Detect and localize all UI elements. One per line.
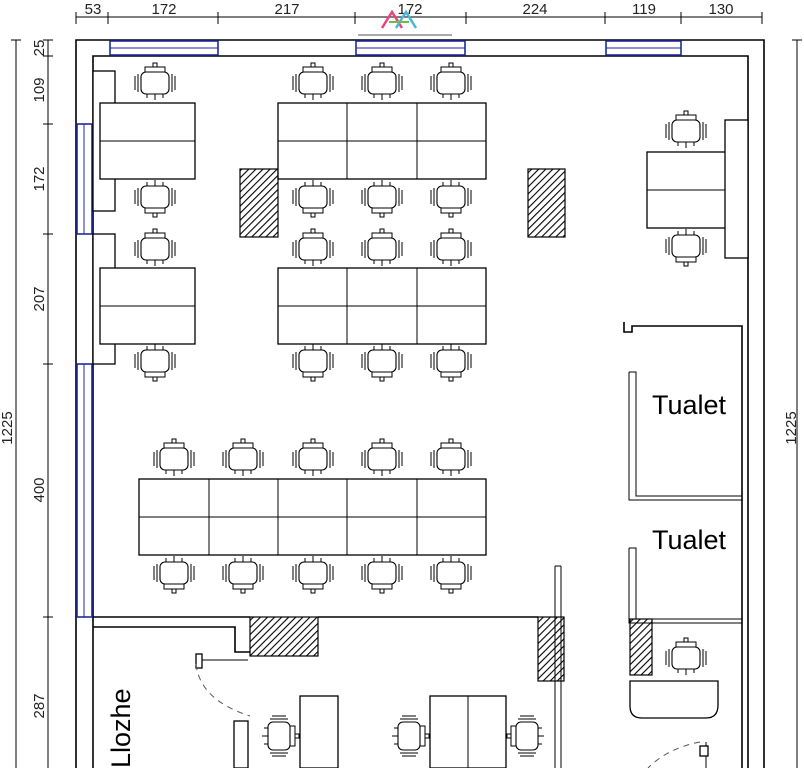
outer-walls [75, 39, 765, 768]
room-label-toilet-2: Tualet [652, 525, 727, 555]
room-label-lodge: Llozhe [106, 688, 136, 768]
dim-top-3: 172 [397, 1, 422, 18]
company-logo [358, 9, 452, 36]
left-dimension-line: 25 109 172 207 400 287 1225 [0, 39, 53, 768]
dim-top-6: 130 [708, 1, 733, 18]
dim-top-5: 119 [632, 1, 656, 18]
dim-left-3: 207 [31, 286, 48, 311]
windows [76, 40, 682, 618]
dim-right-total: 1225 [783, 411, 800, 444]
dim-left-0: 25 [31, 40, 48, 57]
dim-top-4: 224 [522, 1, 547, 18]
dim-top-1: 172 [151, 1, 176, 18]
reception-counter [629, 680, 719, 719]
door-swing [647, 741, 709, 768]
dim-left-total: 1225 [0, 411, 16, 444]
dim-left-1: 109 [31, 77, 48, 102]
lodge-room [93, 616, 538, 717]
toilet-partitions [554, 322, 743, 768]
dim-left-4: 400 [31, 477, 48, 502]
desks [99, 102, 749, 768]
dim-top-2: 217 [274, 1, 299, 18]
room-label-toilet-1: Tualet [652, 390, 727, 420]
top-dimension-line: 53 172 217 172 224 119 130 [75, 1, 763, 24]
dim-left-5: 287 [31, 693, 48, 718]
dim-top-0: 53 [85, 1, 102, 18]
columns [239, 168, 653, 682]
dim-left-2: 172 [31, 166, 48, 191]
right-dimension-line: 1225 [783, 39, 802, 768]
